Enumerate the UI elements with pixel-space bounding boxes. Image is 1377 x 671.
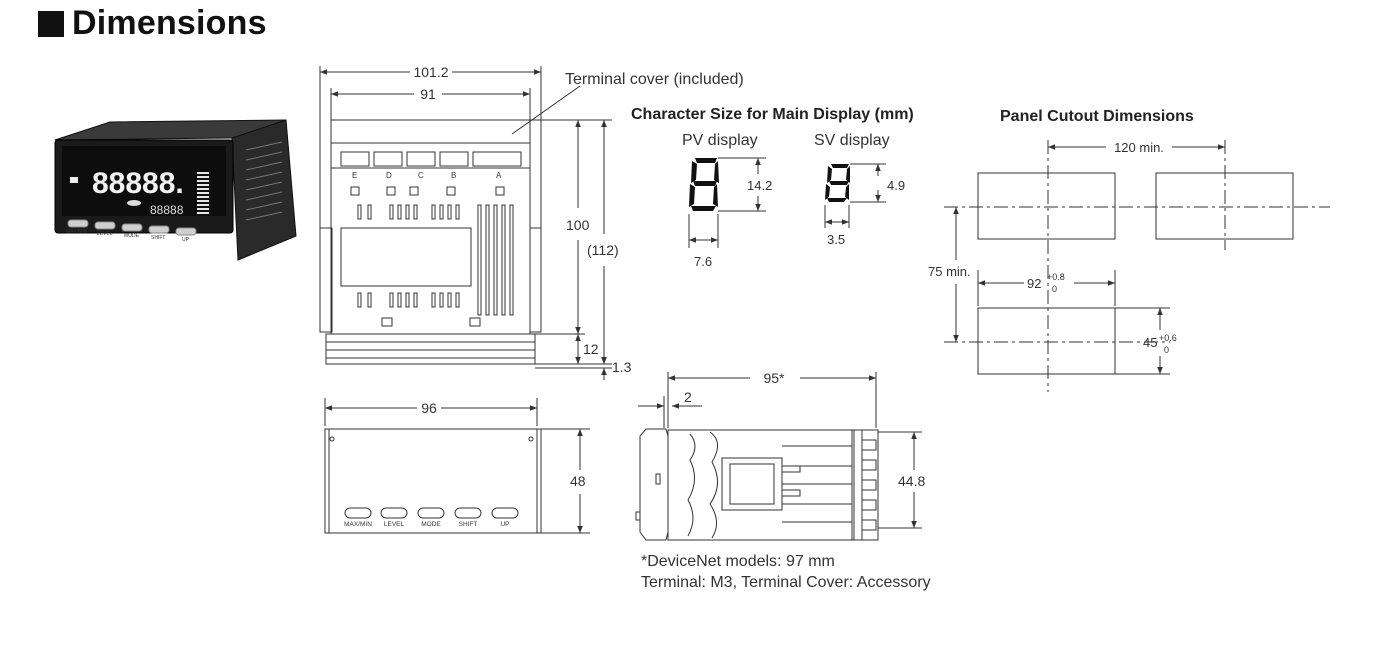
front-view (324, 398, 590, 534)
photo-btn-shift (148, 225, 170, 234)
photo-label-maxmin: MAX/MIN (66, 229, 88, 235)
dim-12: 12 (583, 341, 599, 357)
dim-112: (112) (587, 242, 619, 258)
character-size-heading: Character Size for Main Display (mm) (631, 106, 914, 123)
terminal-letter-c: C (418, 171, 424, 180)
front-label-up: UP (500, 521, 509, 528)
side-view-labels: 95* 2 44.8 (684, 370, 925, 489)
dim-2: 2 (684, 389, 692, 405)
front-view-labels: 96 48 MAX/MIN LEVEL MODE SHIFT UP (344, 400, 586, 528)
terminal-letter-a: A (496, 171, 502, 180)
dim-1-3: 1.3 (612, 359, 632, 375)
dim-96: 96 (421, 400, 437, 416)
dim-95: 95* (763, 370, 785, 386)
pv-display-label: PV display (682, 132, 758, 149)
page-title: Dimensions (72, 4, 267, 42)
front-label-shift: SHIFT (459, 521, 478, 528)
panel-cutout-section: Panel Cutout Dimensions (1000, 108, 1194, 125)
sv-width-label: 3.5 (827, 232, 845, 247)
pv-dim-labels: 14.2 7.6 (694, 178, 772, 269)
photo-indicator (70, 177, 78, 183)
product-photo: 88888. 88888 MAX/MIN LEVEL MODE SHIFT UP (54, 119, 297, 261)
photo-btn-up (175, 227, 197, 236)
panel-cutout-heading: Panel Cutout Dimensions (1000, 108, 1194, 125)
terminal-cover-label: Terminal cover (included) (565, 71, 744, 88)
sv-dims (824, 163, 886, 228)
panel-cutout-labels: 120 min. 75 min. 92 +0.8 0 45 +0.6 0 (928, 140, 1177, 355)
terminal-letter-d: D (386, 171, 392, 180)
side-view (635, 372, 922, 541)
photo-label-up: UP (182, 237, 190, 243)
photo-sub-digits: 88888 (150, 203, 184, 217)
front-label-level: LEVEL (384, 521, 405, 528)
cut-h-tol-lower: 0 (1164, 345, 1169, 355)
top-view (319, 66, 612, 380)
pv-height-label: 14.2 (747, 178, 772, 193)
cut-h-tol-upper: +0.6 (1159, 333, 1177, 343)
front-label-maxmin: MAX/MIN (344, 521, 372, 528)
photo-side-panel (231, 119, 297, 261)
note-devicenet: *DeviceNet models: 97 mm (641, 553, 835, 570)
sv-display-label: SV display (814, 132, 890, 149)
pitch-v-label: 75 min. (928, 264, 971, 279)
photo-label-shift: SHIFT (151, 235, 165, 241)
title-block: Dimensions (38, 4, 267, 43)
title-square-icon (38, 10, 64, 37)
terminal-letter-b: B (451, 171, 456, 180)
photo-btn-mode (121, 223, 143, 232)
terminal-letter-e: E (352, 171, 357, 180)
sv-dim-labels: 4.9 3.5 (827, 178, 905, 247)
cut-w-tol-lower: 0 (1052, 284, 1057, 294)
pitch-h-label: 120 min. (1114, 140, 1164, 155)
photo-btn-level (94, 221, 116, 230)
cut-w-label: 92 (1027, 276, 1041, 291)
front-label-mode: MODE (421, 521, 441, 528)
photo-label-level: LEVEL (97, 231, 113, 237)
photo-main-digits: 88888. (92, 167, 184, 200)
sv-height-label: 4.9 (887, 178, 905, 193)
dim-100: 100 (566, 217, 590, 233)
dim-48: 48 (570, 473, 586, 489)
photo-led (127, 200, 141, 206)
cut-h-label: 45 (1143, 335, 1157, 350)
dim-101-2: 101.2 (413, 64, 448, 80)
sv-digit-icon (825, 164, 850, 202)
dim-44-8: 44.8 (898, 473, 925, 489)
panel-cutout-drawing (944, 140, 1330, 392)
pv-width-label: 7.6 (694, 254, 712, 269)
character-size-section: Character Size for Main Display (mm) PV … (631, 106, 914, 149)
cut-w-tol-upper: +0.8 (1047, 272, 1065, 282)
pv-dims (688, 157, 766, 248)
notes: *DeviceNet models: 97 mm Terminal: M3, T… (641, 553, 931, 591)
photo-top-panel (54, 119, 287, 141)
photo-btn-maxmin (67, 219, 89, 228)
photo-label-mode: MODE (124, 233, 140, 239)
top-view-labels: 101.2 91 Terminal cover (included) 100 (… (352, 64, 744, 375)
pv-digit-icon (689, 158, 719, 211)
dim-91: 91 (420, 86, 436, 102)
note-terminal: Terminal: M3, Terminal Cover: Accessory (641, 574, 931, 591)
